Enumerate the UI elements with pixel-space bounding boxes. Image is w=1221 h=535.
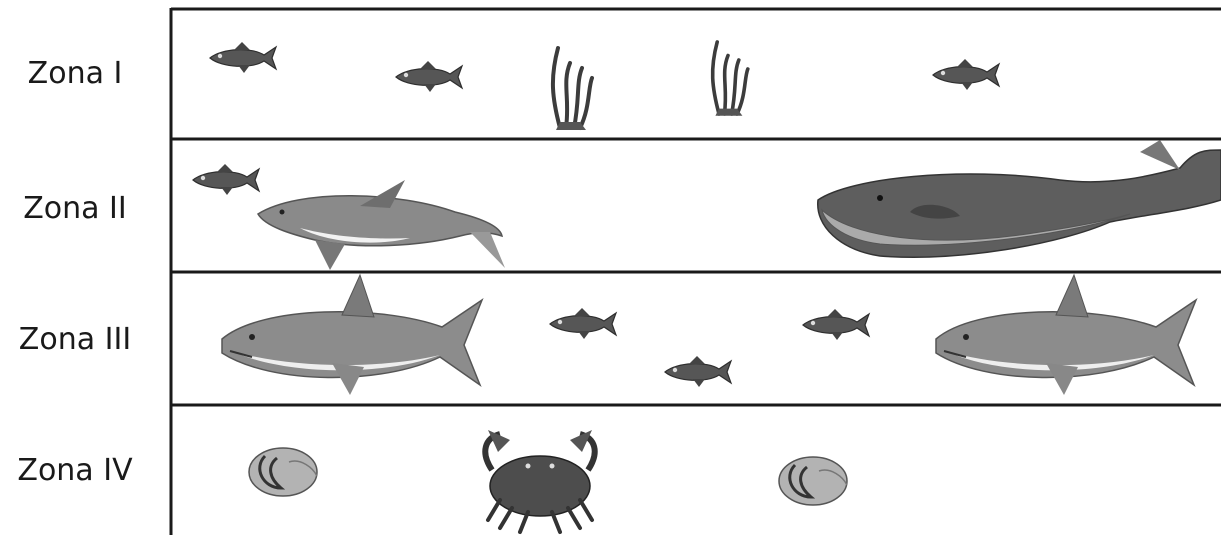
sea-snail-icon (249, 448, 317, 496)
fish-icon (803, 309, 869, 340)
crab-icon (485, 430, 594, 532)
fish-icon (665, 356, 731, 387)
shark-icon (222, 275, 482, 395)
fish-icon (210, 42, 276, 73)
fish-icon (550, 308, 616, 339)
seaweed-icon (553, 48, 592, 130)
shark-icon (936, 275, 1196, 395)
fish-icon (933, 59, 999, 90)
fish-icon (193, 164, 259, 195)
dolphin-icon (258, 180, 505, 270)
seaweed-icon (713, 42, 748, 116)
humpback-whale-icon (818, 140, 1221, 257)
fish-icon (396, 61, 462, 92)
grid-lines (171, 8, 1221, 535)
sea-snail-icon (779, 457, 847, 505)
